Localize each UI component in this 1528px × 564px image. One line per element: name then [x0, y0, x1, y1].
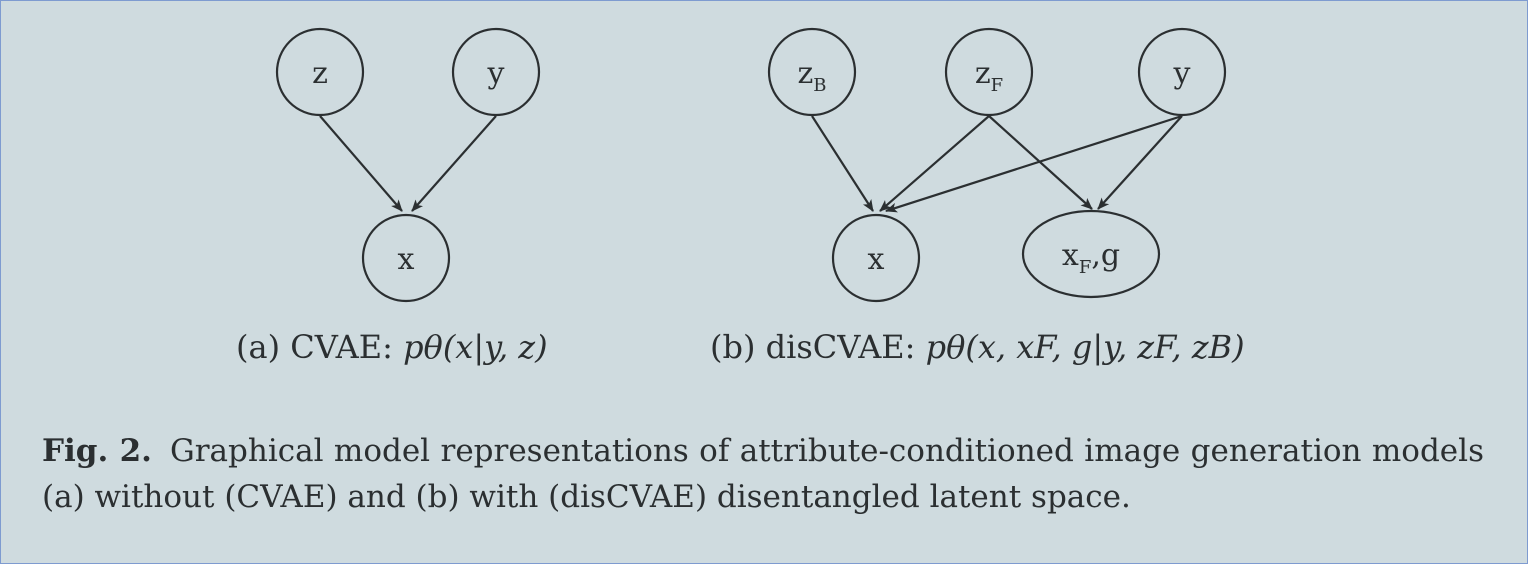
node-x-b — [831, 213, 921, 303]
node-y-b-label: y — [1173, 56, 1191, 91]
figure-caption: Fig. 2.Graphical model representations o… — [42, 428, 1484, 520]
node-x-label: x — [398, 242, 415, 277]
figure-caption-text: Graphical model representations of attri… — [42, 433, 1484, 515]
edge-y-to-x — [411, 115, 497, 212]
edge-y-to-xfg — [1097, 115, 1183, 210]
node-xfg — [1021, 209, 1161, 299]
edge-zf-to-xfg — [988, 115, 1093, 210]
node-y-b — [1137, 27, 1227, 117]
subcaption-b: (b) disCVAE: pθ(x, xF, g|y, zF, zB) — [710, 328, 1245, 366]
node-y-label: y — [487, 56, 505, 91]
node-y — [451, 27, 541, 117]
edge-y-to-x — [885, 114, 1183, 213]
node-z-label: z — [312, 56, 328, 91]
subcaption-b-formula: pθ(x, xF, g|y, zF, zB) — [925, 328, 1245, 366]
node-x-b-label: x — [868, 242, 885, 277]
subcaption-a-prefix: (a) CVAE: — [236, 328, 393, 366]
diagram-a: z y x — [275, 27, 541, 303]
edge-zf-to-x — [879, 115, 990, 212]
diagram-b: zB zF y x xF,g — [767, 27, 1227, 303]
node-z — [275, 27, 365, 117]
subcaption-b-prefix: (b) disCVAE: — [710, 328, 916, 366]
subcaption-a-formula: pθ(x|y, z) — [403, 328, 548, 366]
node-zf — [944, 27, 1034, 117]
node-zb — [767, 27, 857, 117]
node-x — [361, 213, 451, 303]
node-zf-label: zF — [975, 56, 1003, 96]
edge-zb-to-x — [811, 115, 874, 212]
node-xfg-label: xF,g — [1062, 238, 1120, 278]
node-zb-label: zB — [797, 56, 826, 96]
edge-z-to-x — [319, 115, 403, 212]
figure-label: Fig. 2. — [42, 433, 152, 469]
subcaption-a: (a) CVAE: pθ(x|y, z) — [236, 328, 548, 366]
